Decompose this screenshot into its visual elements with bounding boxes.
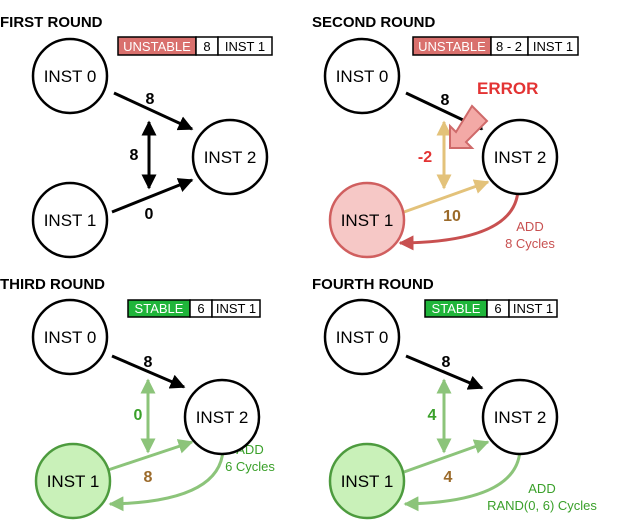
node-inst2: INST 2 <box>191 118 269 196</box>
note-line-2: RAND(0, 6) Cycles <box>487 498 597 513</box>
loop-inst2-inst1 <box>108 449 225 512</box>
panel-title: FIRST ROUND <box>0 14 103 31</box>
status-state: STABLE <box>432 301 481 316</box>
loop-inst2-inst1 <box>398 189 520 251</box>
node-inst0: INST 0 <box>31 37 109 115</box>
status-bar: UNSTABLE 8 - 2 INST 1 <box>412 36 579 56</box>
status-value: 6 <box>494 301 501 316</box>
node-inst1: INST 1 <box>34 442 112 520</box>
note-line-1: ADD <box>528 481 555 496</box>
note-line-2: 6 Cycles <box>225 459 275 474</box>
status-value: 8 <box>203 39 210 54</box>
weight-vertical: 0 <box>134 407 143 424</box>
node-label: INST 1 <box>341 211 394 230</box>
node-label: INST 2 <box>494 148 547 167</box>
status-state: STABLE <box>135 301 184 316</box>
weight-bottom: 0 <box>145 206 154 223</box>
edge-inst1-inst2 <box>403 179 490 214</box>
panel-title: SECOND ROUND <box>312 14 436 31</box>
weight-vertical: 8 <box>130 147 139 164</box>
node-label: INST 2 <box>196 408 249 427</box>
node-inst0: INST 0 <box>323 37 401 115</box>
status-state: UNSTABLE <box>418 39 486 54</box>
node-label: INST 0 <box>336 67 389 86</box>
note-line-1: ADD <box>516 219 543 234</box>
panel-third-round: THIRD ROUND STABLE 6 INST 1 8 0 8 ADD 6 … <box>0 276 275 520</box>
weight-top: 8 <box>442 354 451 371</box>
node-inst2: INST 2 <box>481 378 559 456</box>
edge-inst0-inst2 <box>111 354 186 389</box>
panel-first-round: FIRST ROUND UNSTABLE 8 INST 1 8 8 0 INST… <box>0 14 273 259</box>
node-label: INST 2 <box>494 408 547 427</box>
weight-top: 8 <box>144 354 153 371</box>
node-inst0: INST 0 <box>323 298 401 376</box>
panel-title: THIRD ROUND <box>0 276 105 293</box>
weight-top: 8 <box>441 92 450 109</box>
edge-inst1-inst2 <box>107 439 194 472</box>
node-inst1: INST 1 <box>31 181 109 259</box>
status-bar: STABLE 6 INST 1 <box>424 299 558 318</box>
status-inst: INST 1 <box>216 301 256 316</box>
node-label: INST 0 <box>336 328 389 347</box>
status-bar: STABLE 6 INST 1 <box>127 299 261 318</box>
edge-inst1-inst2 <box>111 178 194 214</box>
weight-top: 8 <box>146 91 155 108</box>
edge-inst1-inst2 <box>403 439 490 474</box>
node-label: INST 0 <box>44 328 97 347</box>
weight-bottom: 8 <box>144 469 153 486</box>
status-inst: INST 1 <box>533 39 573 54</box>
panel-second-round: SECOND ROUND UNSTABLE 8 - 2 INST 1 ERROR… <box>312 14 579 259</box>
weight-vertical: 4 <box>428 407 437 424</box>
node-label: INST 1 <box>47 472 100 491</box>
note-line-2: 8 Cycles <box>505 236 555 251</box>
edge-inst0-inst2 <box>405 354 484 390</box>
node-label: INST 1 <box>341 472 394 491</box>
node-inst2: INST 2 <box>183 378 261 456</box>
node-inst2: INST 2 <box>481 118 559 196</box>
weight-vertical: -2 <box>418 149 432 166</box>
weight-bottom: 10 <box>443 208 461 225</box>
node-label: INST 0 <box>44 67 97 86</box>
status-inst: INST 1 <box>513 301 553 316</box>
edge-inst0-inst2 <box>113 91 194 131</box>
status-value: 6 <box>197 301 204 316</box>
panel-fourth-round: FOURTH ROUND STABLE 6 INST 1 8 4 4 ADD R… <box>312 276 597 520</box>
node-label: INST 1 <box>44 211 97 230</box>
loop-inst2-inst1 <box>403 449 522 512</box>
error-arrow-icon <box>449 104 489 149</box>
status-state: UNSTABLE <box>123 39 191 54</box>
status-value: 8 - 2 <box>496 39 522 54</box>
error-label: ERROR <box>477 79 538 98</box>
node-inst1: INST 1 <box>328 181 406 259</box>
panel-title: FOURTH ROUND <box>312 276 434 293</box>
node-label: INST 2 <box>204 148 257 167</box>
weight-bottom: 4 <box>444 469 453 486</box>
status-bar: UNSTABLE 8 INST 1 <box>117 36 273 56</box>
status-inst: INST 1 <box>225 39 265 54</box>
node-inst1: INST 1 <box>328 442 406 520</box>
node-inst0: INST 0 <box>31 298 109 376</box>
